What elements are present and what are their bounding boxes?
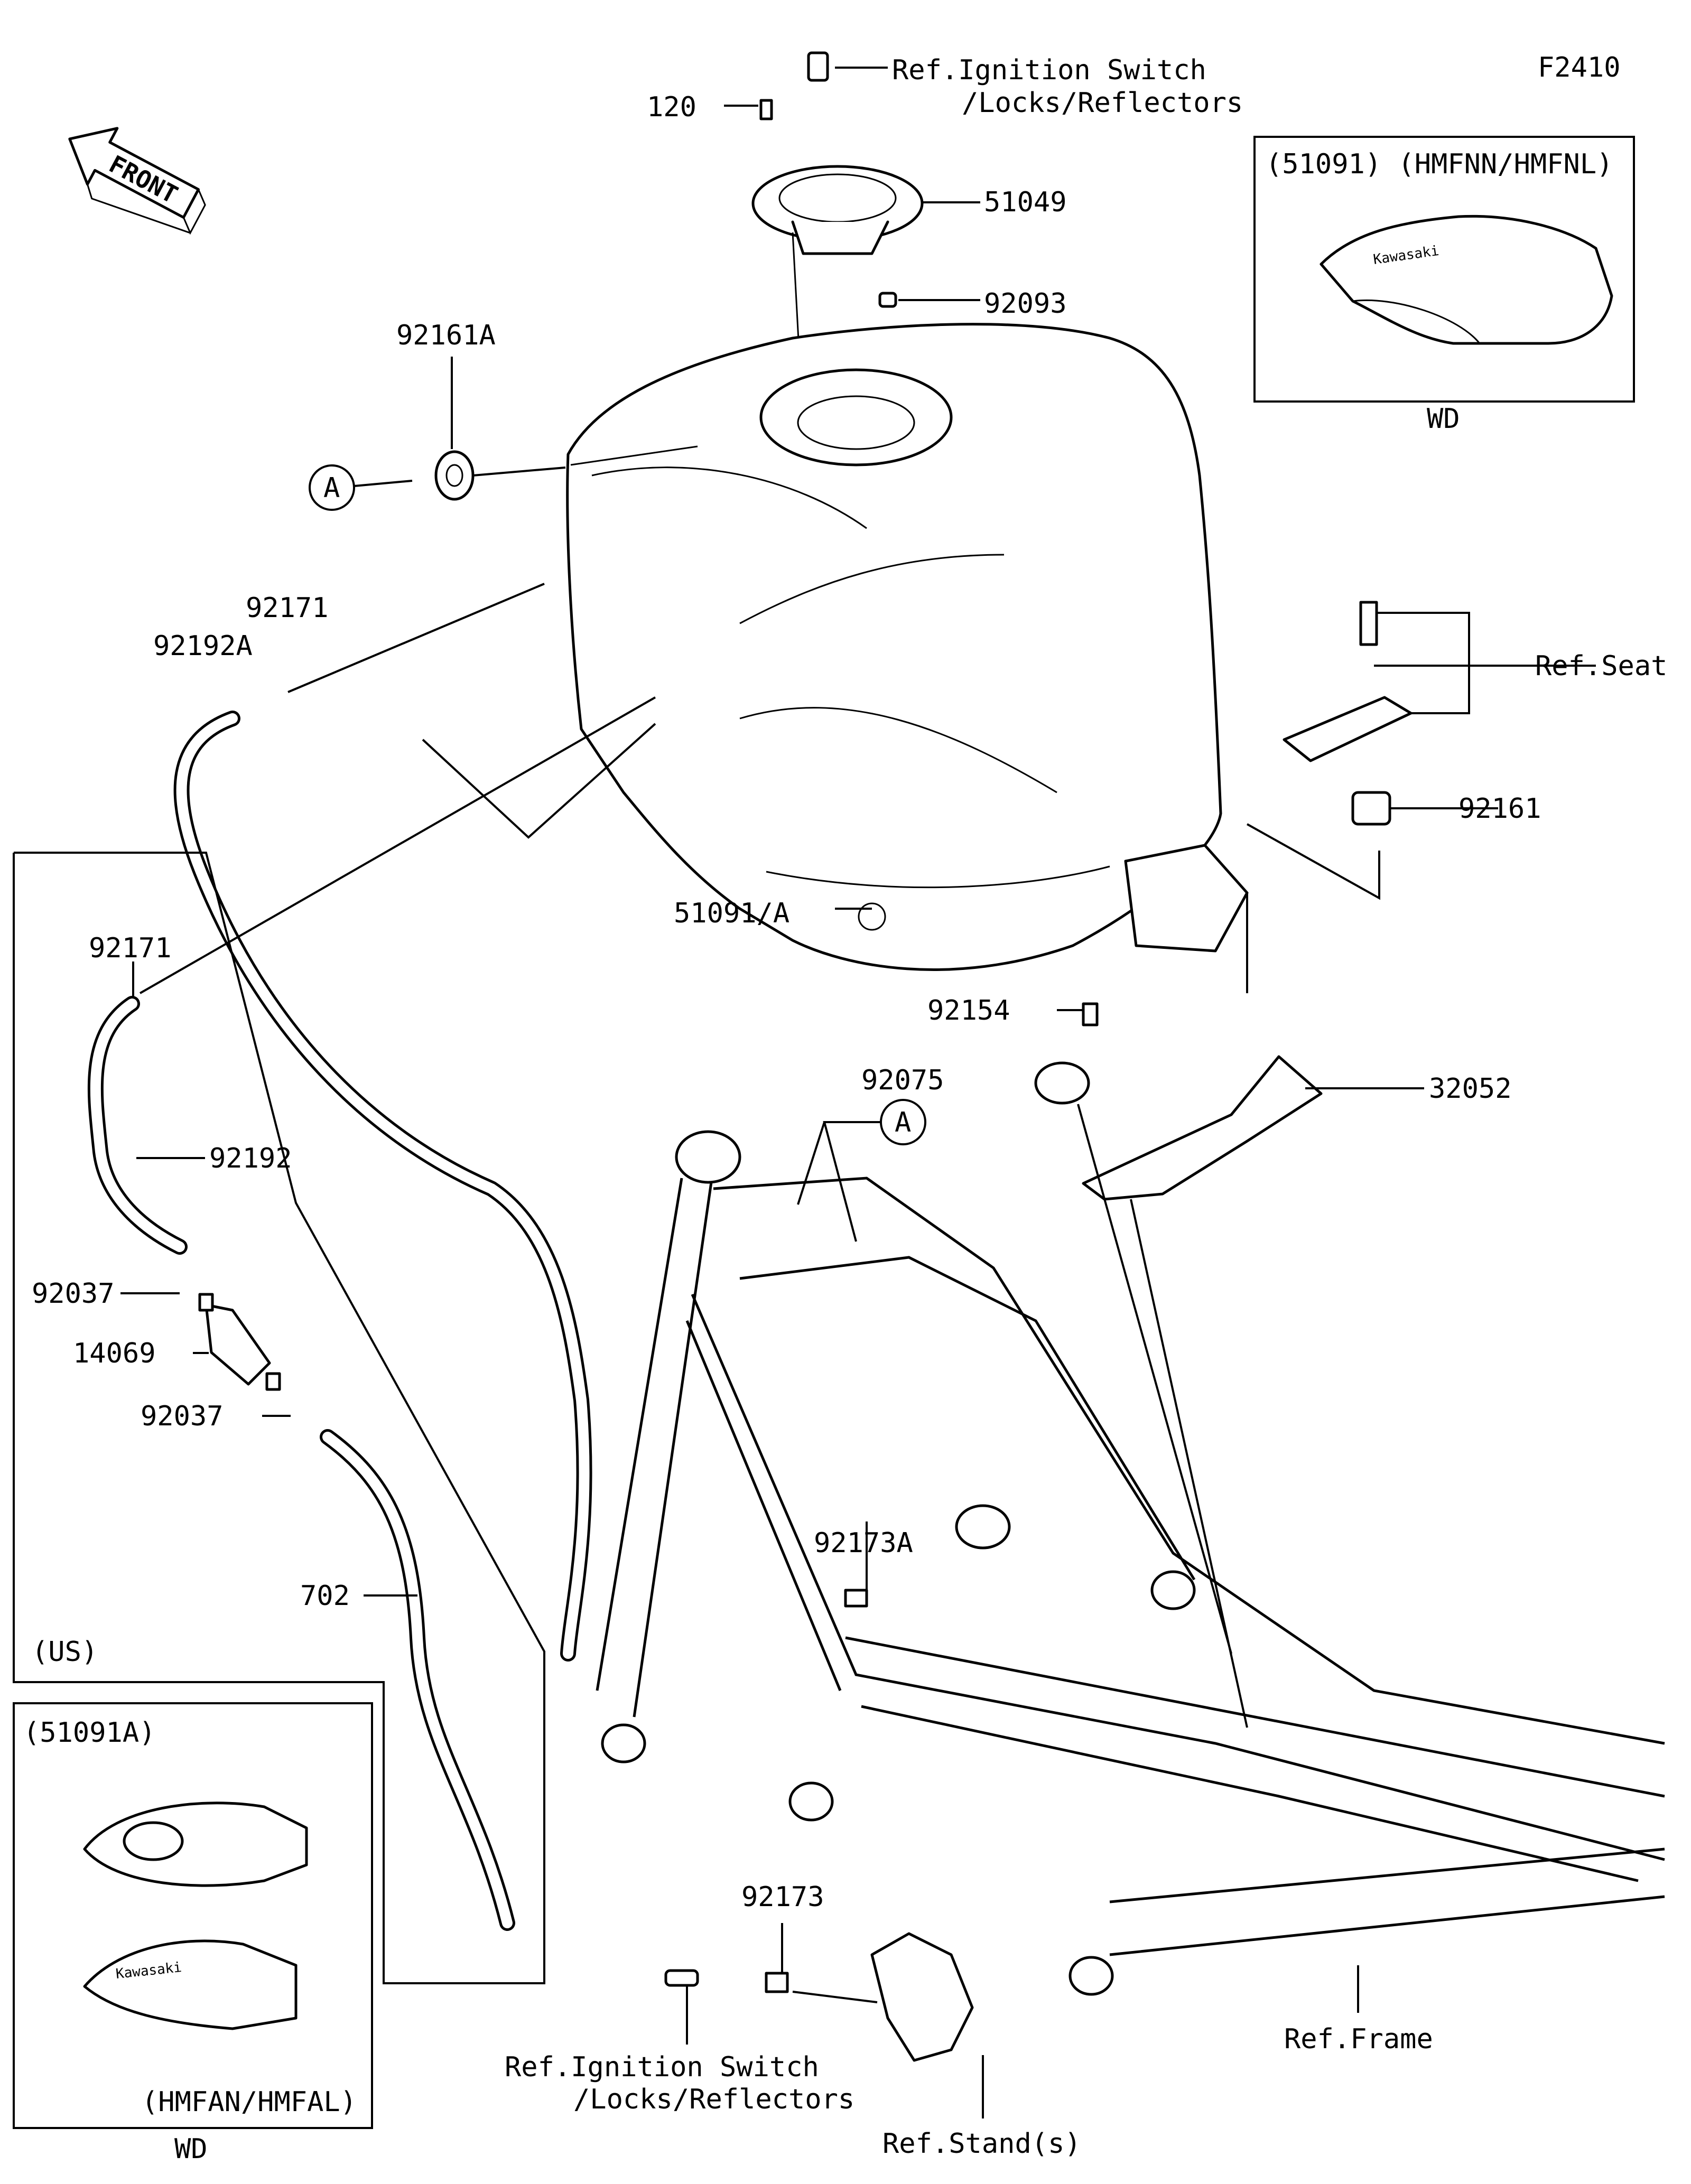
part-92093: 92093 — [984, 288, 1067, 320]
front-arrow-icon: FRONT — [68, 127, 206, 235]
leader-lines — [120, 67, 1498, 1597]
part-92037-a: 92037 — [32, 1278, 115, 1310]
inset-bottom-title: (51091A) — [23, 1717, 155, 1749]
inset-top-footer: WD — [1427, 403, 1460, 435]
part-32052: 32052 — [1429, 1073, 1512, 1105]
part-92161: 92161 — [1458, 793, 1541, 825]
hose-92192 — [87, 996, 188, 1255]
ref-frame: Ref.Frame — [1284, 2023, 1433, 2055]
ref-stands: Ref.Stand(s) — [882, 2128, 1081, 2160]
fuel-cap-51049 — [751, 51, 924, 428]
fuel-tank-51091A — [566, 323, 1249, 971]
part-92075: 92075 — [861, 1065, 944, 1096]
frame — [596, 1130, 1665, 2062]
part-92192: 92192 — [209, 1143, 292, 1174]
front-label: FRONT — [105, 150, 183, 209]
filter-14069 — [198, 1293, 281, 1391]
seat-bracket-parts — [1283, 601, 1413, 826]
hose-92192A — [173, 711, 592, 1662]
reference-a-marker: A — [797, 1099, 926, 1242]
part-51091A: 51091/A — [674, 898, 789, 929]
grommet-92161A — [354, 357, 566, 501]
inset-51091: (51091) (HMFNN/HMFNL) Kawasaki WD — [1253, 136, 1635, 435]
ref-ignition-top-line1: Ref.Ignition Switch — [892, 54, 1206, 86]
hose-702 — [320, 1429, 515, 1931]
marker-a-label: A — [323, 472, 340, 504]
part-92171-left: 92171 — [89, 932, 172, 964]
inset-bottom-footer: WD — [174, 2133, 208, 2165]
ref-seat: Ref.Seat — [1535, 650, 1667, 682]
ref-ignition-bottom-line2: /Locks/Reflectors — [573, 2084, 854, 2115]
reference-a-marker: A — [309, 464, 355, 511]
marker-a-label: A — [895, 1107, 911, 1138]
us-label: (US) — [32, 1636, 98, 1668]
part-92173: 92173 — [741, 1881, 824, 1913]
part-92161A: 92161A — [396, 320, 496, 351]
part-92173A: 92173A — [814, 1527, 913, 1559]
part-120: 120 — [647, 91, 696, 123]
part-92192A: 92192A — [153, 630, 253, 662]
inset-bottom-variant: (HMFAN/HMFAL) — [142, 2086, 357, 2118]
diagram-code: F2410 — [1538, 52, 1621, 83]
part-92154: 92154 — [927, 995, 1010, 1026]
inset-top-title: (51091) (HMFNN/HMFNL) — [1266, 148, 1613, 180]
bracket-32052 — [1034, 1002, 1323, 1728]
part-92171-top: 92171 — [246, 592, 329, 624]
part-702: 702 — [300, 1580, 350, 1612]
part-51049: 51049 — [984, 186, 1067, 218]
ref-ignition-bottom-line1: Ref.Ignition Switch — [505, 2051, 819, 2083]
part-92037-b: 92037 — [141, 1401, 224, 1432]
key-lock-parts — [664, 1522, 1359, 2118]
ref-ignition-top-line2: /Locks/Reflectors — [962, 87, 1243, 119]
us-region-outline — [13, 852, 545, 1984]
inset-51091A: (51091A) Kawasaki (HMFAN/HMFAL) WD — [13, 1702, 373, 2165]
part-14069: 14069 — [73, 1338, 156, 1369]
